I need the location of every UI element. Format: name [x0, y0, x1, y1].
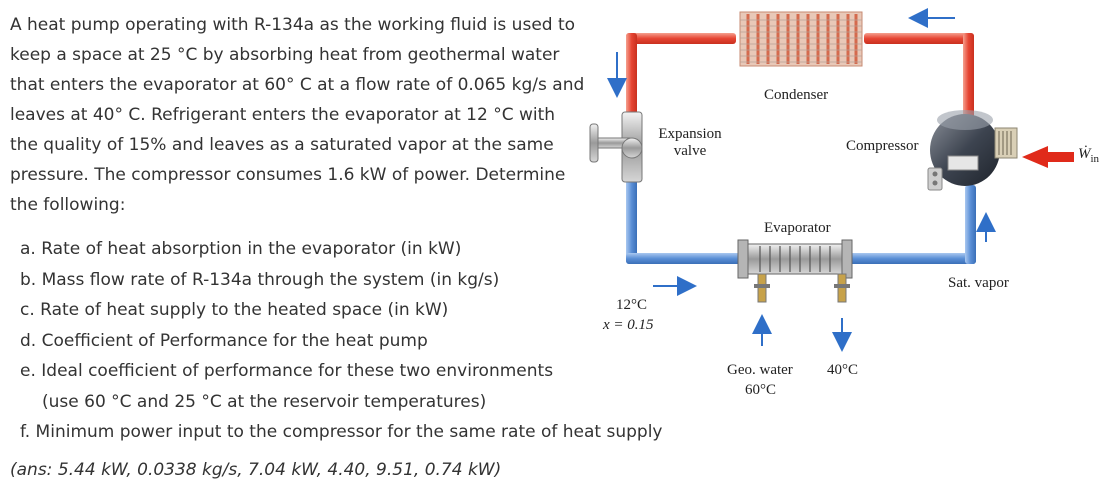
evaporator-label: Evaporator [764, 220, 831, 236]
question-b: b. Mass flow rate of R-134a through the … [20, 269, 500, 290]
expansion-valve [589, 111, 643, 183]
expansion-valve-label: Expansion valve [652, 126, 728, 160]
work-input-symbol: Ẇ [1078, 146, 1091, 162]
evaporator [737, 239, 853, 303]
question-a: a. Rate of heat absorption in the evapor… [20, 239, 462, 259]
problem-text: A heat pump operating with R-134a as the… [10, 15, 585, 215]
cold-pipe [626, 178, 976, 264]
sat-vapor-label: Sat. vapor [948, 275, 1009, 291]
problem-statement: A heat pump operating with R-134a as the… [10, 10, 585, 220]
flow-arrows [607, 8, 996, 352]
condenser-label: Condenser [764, 87, 829, 103]
question-d: d. Coefficient of Performance for the he… [20, 330, 428, 351]
question-e-note: (use 60 °C and 25 °C at the reservoir te… [42, 391, 487, 412]
compressor [927, 110, 1018, 191]
compressor-label: Compressor [846, 138, 919, 154]
geo-water-temp-label: 60°C [745, 382, 777, 398]
work-input-subscript: in [1090, 153, 1100, 165]
inlet-quality-label: x = 0.15 [603, 317, 654, 333]
geo-water-label: Geo. water [727, 362, 793, 378]
expansion-valve-label-line2: valve [673, 143, 707, 159]
work-input-label: Ẇin [1078, 146, 1099, 165]
work-input-arrow [1022, 146, 1074, 168]
heat-pump-diagram [589, 8, 1074, 352]
hot-pipe [626, 33, 974, 133]
expansion-valve-label-line1: Expansion [658, 126, 722, 142]
condenser-coil [739, 11, 863, 67]
question-e: e. Ideal coefficient of performance for … [20, 361, 554, 381]
inlet-temperature-label: 12°C [616, 297, 648, 313]
question-list: a. Rate of heat absorption in the evapor… [20, 234, 720, 448]
answer-key: (ans: 5.44 kW, 0.0338 kg/s, 7.04 kW, 4.4… [10, 460, 502, 480]
outlet-temperature-label: 40°C [827, 362, 859, 378]
question-f: f. Minimum power input to the compressor… [20, 422, 663, 442]
question-c: c. Rate of heat supply to the heated spa… [20, 300, 449, 320]
